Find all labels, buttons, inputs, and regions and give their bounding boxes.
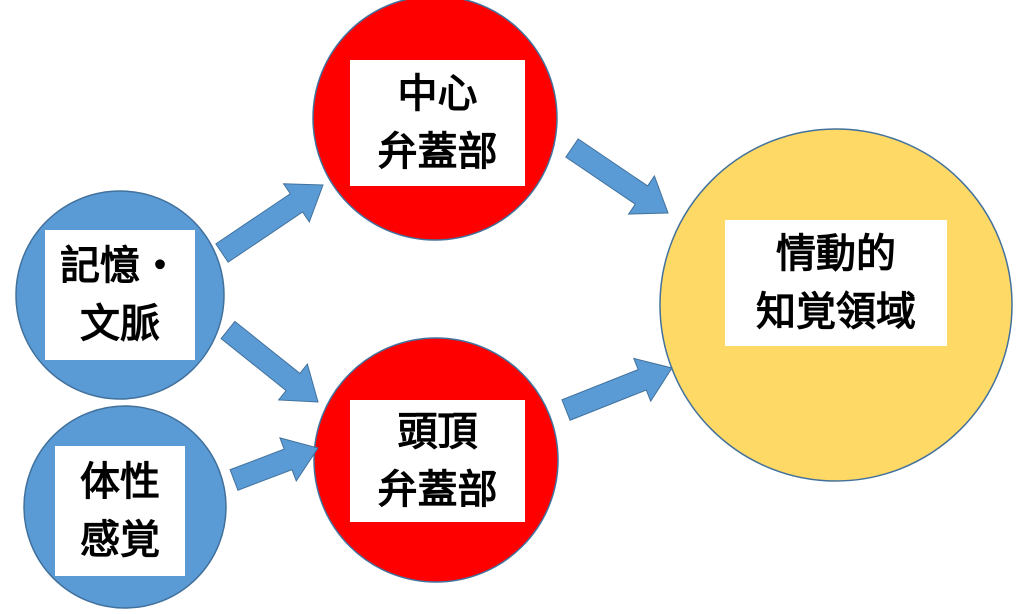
parietal-label: 頭頂 弁蓋部 xyxy=(350,400,525,522)
arrow-memory-to-central xyxy=(215,183,324,263)
emotion-label-line1: 情動的 xyxy=(776,231,896,277)
arrow-somato-to-parietal xyxy=(229,437,319,491)
emotion-label-line2: 知覚領域 xyxy=(756,289,916,335)
somato-label-line1: 体性 xyxy=(80,459,160,505)
emotion-label: 情動的 知覚領域 xyxy=(725,220,947,346)
arrow-central-to-emotion xyxy=(565,138,669,215)
central-label-line2: 弁蓋部 xyxy=(377,129,498,175)
parietal-label-line1: 頭頂 xyxy=(397,409,478,455)
memory-label-line1: 記憶・ xyxy=(60,243,180,289)
memory-label: 記憶・ 文脈 xyxy=(45,230,195,360)
arrow-parietal-to-emotion xyxy=(561,357,673,421)
parietal-label-line2: 弁蓋部 xyxy=(377,467,498,513)
arrow-memory-to-parietal xyxy=(220,320,319,403)
central-label: 中心 弁蓋部 xyxy=(350,60,525,186)
somato-label: 体性 感覚 xyxy=(55,446,185,576)
somato-label-line2: 感覚 xyxy=(80,517,160,563)
memory-label-line2: 文脈 xyxy=(80,301,160,347)
central-label-line1: 中心 xyxy=(397,71,478,117)
